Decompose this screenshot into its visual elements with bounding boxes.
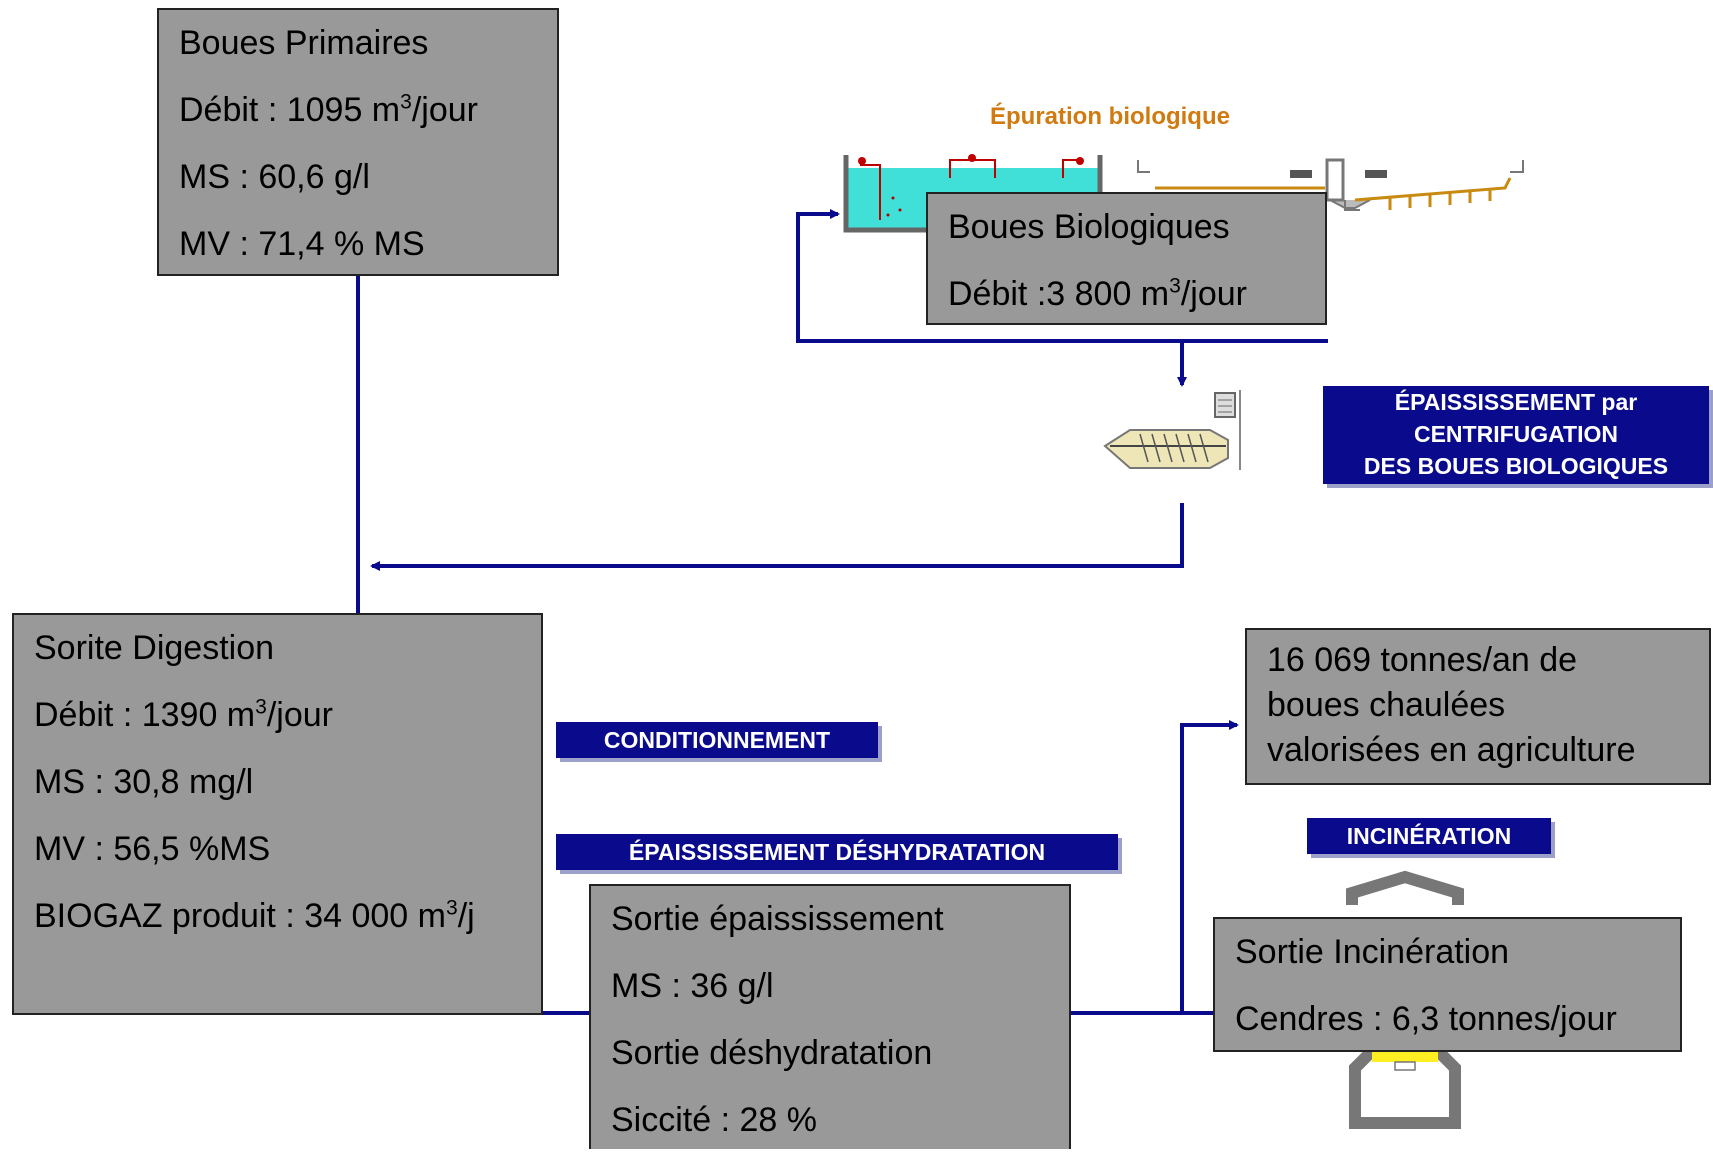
biological-treatment-title: Épuration biologique <box>990 103 1230 130</box>
boues-chaulees-box: 16 069 tonnes/an de boues chaulées valor… <box>1245 628 1711 785</box>
boues-chaulees-line1: 16 069 tonnes/an de <box>1267 641 1578 679</box>
sortie-incineration-title: Sortie Incinération <box>1235 933 1510 971</box>
boues-chaulees-line3: valorisées en agriculture <box>1267 731 1636 769</box>
boues-primaires-mv: MV : 71,4 % MS <box>179 225 425 263</box>
clarifier-icon <box>1137 158 1524 211</box>
incinerator-icon <box>1346 870 1464 1129</box>
sortie-digestion-box: Sorite Digestion Débit : 1390 m3/jour MS… <box>12 613 543 1015</box>
sortie-deshydratation-siccite: Siccité : 28 % <box>611 1101 817 1139</box>
sortie-digestion-biogaz: BIOGAZ produit : 34 000 m3/j <box>34 896 475 935</box>
sortie-digestion-mv: MV : 56,5 %MS <box>34 830 271 868</box>
sortie-digestion-debit: Débit : 1390 m3/jour <box>34 695 333 734</box>
centrifuge-icon <box>1103 390 1241 470</box>
sortie-epaississement-ms: MS : 36 g/l <box>611 967 774 1005</box>
to-agriculture-arrow <box>1180 720 1239 1013</box>
boues-primaires-ms: MS : 60,6 g/l <box>179 158 370 196</box>
centrifuge-to-digestion-arrow <box>370 503 1184 571</box>
boues-biologiques-title: Boues Biologiques <box>948 208 1230 246</box>
boues-primaires-box: Boues Primaires Débit : 1095 m3/jour MS … <box>157 8 559 276</box>
centrifugation-tag: ÉPAISSISSEMENT par CENTRIFUGATION DES BO… <box>1323 386 1709 484</box>
epaississement-deshydratation-tag: ÉPAISSISSEMENT DÉSHYDRATATION <box>556 834 1118 870</box>
sortie-digestion-ms: MS : 30,8 mg/l <box>34 763 254 801</box>
sortie-incineration-cendres: Cendres : 6,3 tonnes/jour <box>1235 1000 1617 1038</box>
conditionnement-tag: CONDITIONNEMENT <box>556 722 878 758</box>
sortie-incineration-box: Sortie Incinération Cendres : 6,3 tonnes… <box>1213 917 1682 1052</box>
boues-primaires-debit: Débit : 1095 m3/jour <box>179 90 478 129</box>
recirculation-loop-line <box>796 212 1328 343</box>
sortie-deshydratation-title: Sortie déshydratation <box>611 1034 933 1072</box>
boues-biologiques-debit: Débit :3 800 m3/jour <box>948 274 1247 313</box>
boues-chaulees-line2: boues chaulées <box>1267 686 1506 724</box>
sortie-epaississement-title: Sortie épaississement <box>611 900 944 938</box>
sortie-digestion-title: Sorite Digestion <box>34 629 275 667</box>
incineration-tag: INCINÉRATION <box>1307 818 1551 854</box>
boues-biologiques-box: Boues Biologiques Débit :3 800 m3/jour <box>926 192 1327 325</box>
boues-primaires-title: Boues Primaires <box>179 24 429 62</box>
sortie-epaississement-box: Sortie épaississement MS : 36 g/l Sortie… <box>589 884 1071 1149</box>
